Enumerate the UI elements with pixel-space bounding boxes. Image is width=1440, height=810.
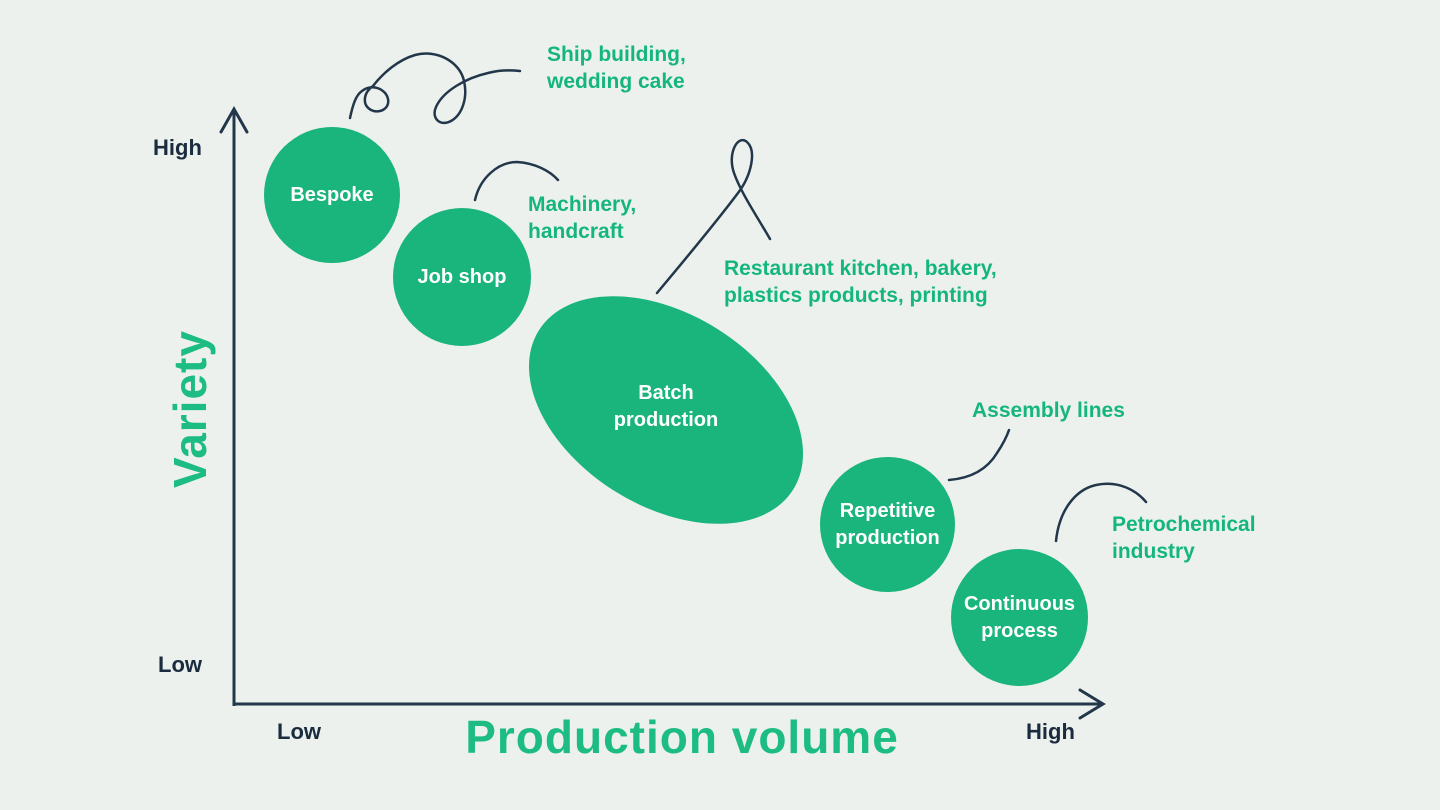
annotation-petrochemical: Petrochemical industry xyxy=(1112,513,1256,563)
bubble-continuous-process: Continuous process xyxy=(951,549,1088,686)
annotation-machinery: Machinery, handcraft xyxy=(528,193,637,243)
repetitive-connector-line xyxy=(947,428,1011,482)
bubble-batch-production-label: Batch production xyxy=(613,382,719,431)
annotation-ship-building: Ship building, wedding cake xyxy=(547,43,686,93)
bespoke-flourish-line xyxy=(348,52,522,125)
bubble-bespoke-label: Bespoke xyxy=(290,183,374,206)
batch-connector-line xyxy=(655,138,772,295)
y-axis-arrowhead-icon xyxy=(219,105,249,134)
annotation-assembly-lines: Assembly lines xyxy=(972,399,1125,422)
bubble-repetitive-production: Repetitive production xyxy=(820,457,955,592)
bubble-repetitive-production-label: Repetitive production xyxy=(835,499,940,549)
bubble-bespoke: Bespoke xyxy=(264,127,400,263)
x-axis-low-label: Low xyxy=(277,719,321,744)
y-axis-title: Variety xyxy=(164,330,216,488)
x-axis-arrowhead-icon xyxy=(1078,688,1106,720)
bubble-continuous-process-label: Continuous process xyxy=(963,592,1076,642)
jobshop-connector-line xyxy=(473,160,560,202)
bubble-job-shop: Job shop xyxy=(393,208,531,346)
x-axis-title: Production volume xyxy=(465,711,899,763)
y-axis-high-label: High xyxy=(153,135,202,160)
x-axis-high-label: High xyxy=(1026,719,1075,744)
continuous-connector-line xyxy=(1054,482,1148,543)
bubble-job-shop-label: Job shop xyxy=(417,265,507,288)
y-axis-low-label: Low xyxy=(158,652,202,677)
annotation-restaurant-kitchen: Restaurant kitchen, bakery, plastics pro… xyxy=(724,257,997,307)
